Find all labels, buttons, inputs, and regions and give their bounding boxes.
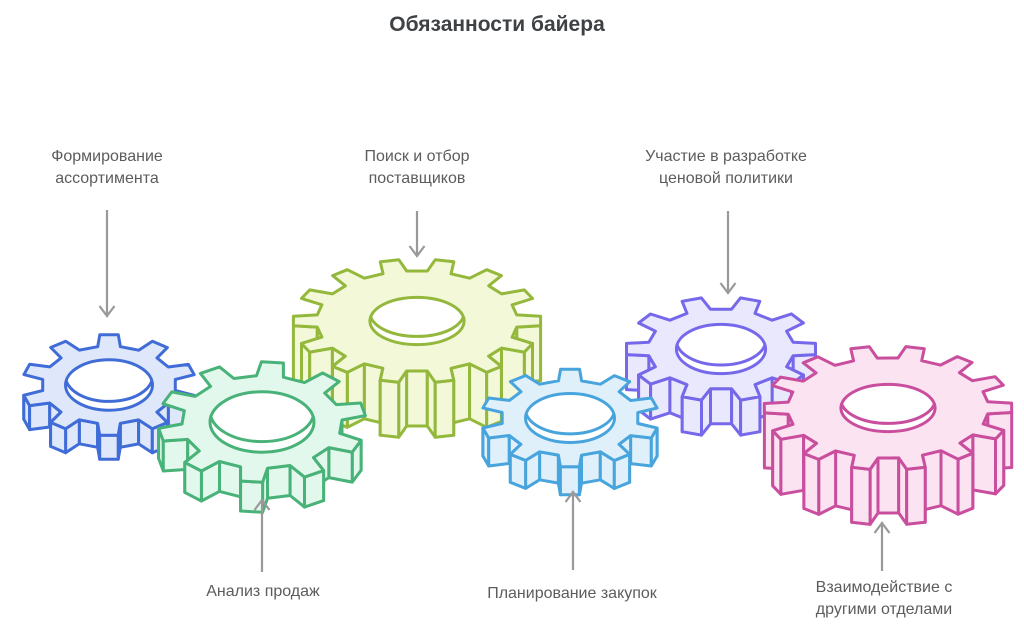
arrow-assortment-formation bbox=[98, 210, 116, 318]
gear-pink bbox=[762, 345, 1014, 526]
gear-blue bbox=[22, 333, 196, 461]
gear-green bbox=[157, 360, 367, 514]
arrow-sales-analysis bbox=[253, 498, 271, 572]
page-title: Обязанности байера bbox=[389, 13, 605, 36]
label-purchase-planning: Планирование закупок bbox=[487, 585, 657, 602]
label-sales-analysis: Анализ продаж bbox=[206, 583, 320, 600]
label-department-interaction: Взаимодействие с другими отделами bbox=[815, 579, 953, 618]
label-pricing-policy: Участие в разработке ценовой политики bbox=[645, 148, 807, 187]
label-supplier-search: Поиск и отбор поставщиков bbox=[364, 148, 470, 187]
label-assortment-formation: Формирование ассортимента bbox=[51, 148, 163, 187]
arrow-supplier-search bbox=[408, 211, 426, 258]
arrow-pricing-policy bbox=[719, 211, 737, 295]
arrow-purchase-planning bbox=[564, 490, 582, 570]
gear-cyan bbox=[481, 367, 659, 497]
arrow-department-interaction bbox=[873, 521, 891, 571]
